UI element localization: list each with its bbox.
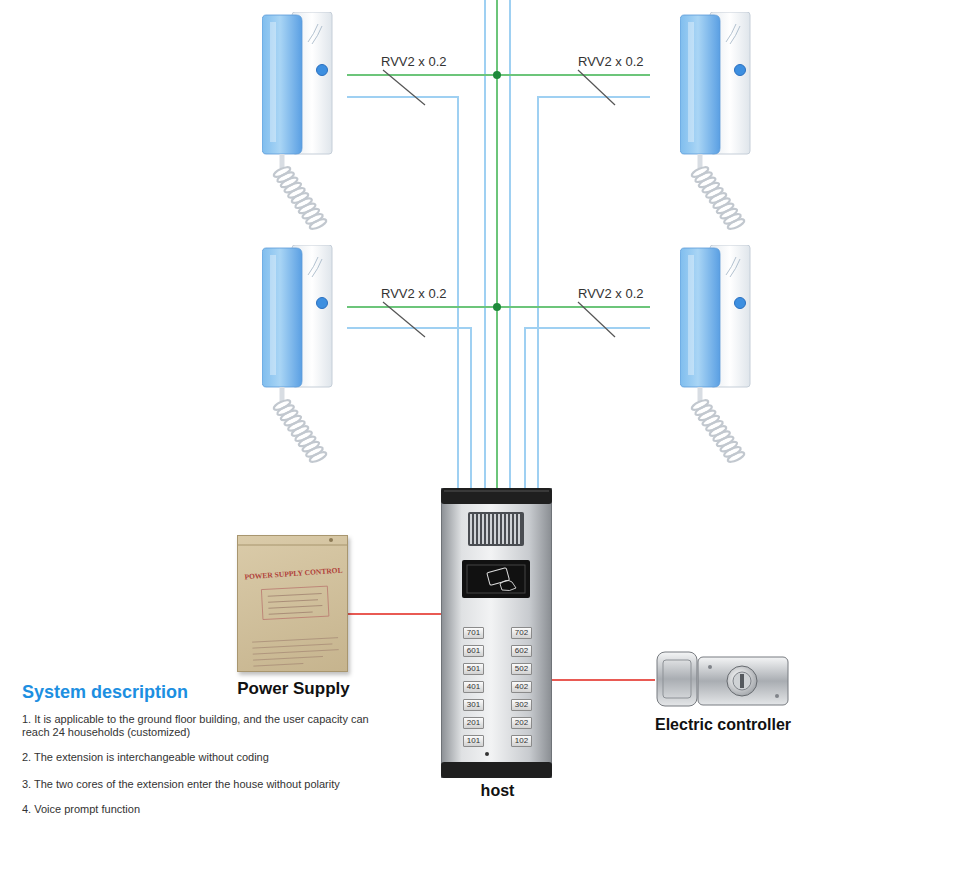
- button-key: 501: [463, 663, 484, 675]
- blue-wire: [347, 328, 471, 490]
- brand-label: POWER SUPPLY CONTROL: [244, 566, 343, 582]
- button-key: 601: [463, 645, 484, 657]
- blue-wire: [509, 0, 511, 490]
- button-number: 402: [512, 682, 531, 692]
- electric-lock-illustration: [657, 652, 788, 706]
- host-details: [441, 488, 552, 778]
- description-item: 4. Voice prompt function: [22, 803, 140, 816]
- blue-wire: [538, 97, 650, 490]
- button-key: 101: [463, 735, 484, 747]
- button-key: 102: [511, 735, 532, 747]
- electric-lock: Electric controller: [655, 648, 790, 712]
- cap-highlight: [444, 491, 549, 492]
- print-lines: [268, 593, 323, 614]
- description-item: 3. The two cores of the extension enter …: [22, 778, 340, 791]
- button-number: 701: [464, 628, 483, 638]
- indoor-handset: [262, 12, 332, 231]
- card-icon: [487, 568, 510, 586]
- button-key: 402: [511, 681, 532, 693]
- lock-cylinder: [727, 666, 757, 696]
- component-label: Power Supply: [218, 679, 369, 699]
- button-key: 201: [463, 717, 484, 729]
- print-frame: [261, 586, 328, 619]
- cable-slash: [383, 70, 425, 105]
- button-number: 401: [464, 682, 483, 692]
- card-reader-window: [467, 565, 525, 593]
- button-number: 601: [464, 646, 483, 656]
- button-key: 502: [511, 663, 532, 675]
- component-label: Electric controller: [643, 716, 803, 734]
- wires: [347, 0, 650, 490]
- cable-spec: RVV2 x 0.2: [578, 54, 644, 69]
- button-number: 201: [464, 718, 483, 728]
- lock-screw: [708, 665, 712, 669]
- power-cable: [348, 613, 441, 615]
- lock-keyhole: [740, 674, 744, 688]
- cable-spec: RVV2 x 0.2: [381, 54, 447, 69]
- card-reader: [462, 560, 530, 598]
- junction-dots: [493, 71, 501, 311]
- indoor-handsets: [262, 12, 750, 464]
- junction-dot: [493, 71, 501, 79]
- button-number: 202: [512, 718, 531, 728]
- cable-slash: [578, 302, 615, 337]
- cable-slash: [383, 302, 425, 337]
- box-fine-print: [249, 586, 339, 666]
- host-bottom-cap: [441, 762, 552, 778]
- indoor-handset: [680, 12, 750, 231]
- button-key: 602: [511, 645, 532, 657]
- host-panel: host701702601602501502401402301302201202…: [441, 488, 552, 778]
- button-number: 501: [464, 664, 483, 674]
- cable-spec: RVV2 x 0.2: [578, 286, 644, 301]
- cable-spec: RVV2 x 0.2: [381, 286, 447, 301]
- button-number: 301: [464, 700, 483, 710]
- cable-slash: [578, 70, 615, 105]
- button-key: 202: [511, 717, 532, 729]
- button-key: 301: [463, 699, 484, 711]
- blue-wire: [347, 97, 458, 490]
- hand-icon: [500, 580, 516, 590]
- grille-slots: [471, 514, 519, 544]
- junction-dot: [493, 303, 501, 311]
- blue-wire: [484, 0, 486, 490]
- button-number: 101: [464, 736, 483, 746]
- lock-body: [698, 657, 788, 705]
- button-key: 702: [511, 627, 532, 639]
- button-key: 302: [511, 699, 532, 711]
- box-screw: [329, 538, 333, 542]
- power-supply-box: POWER SUPPLY CONTROLPower Supply: [237, 535, 348, 672]
- indoor-handset: [680, 245, 750, 464]
- lock-bolt-face: [663, 660, 691, 698]
- power-cable: [552, 679, 655, 681]
- box-lid-edge: [238, 544, 347, 545]
- speaker-grille: [468, 512, 524, 546]
- microphone-hole: [485, 752, 489, 756]
- print-lines: [252, 638, 339, 666]
- power-supply-details: [238, 538, 347, 666]
- description-item: 2. The extension is interchangeable with…: [22, 751, 269, 764]
- host-top-cap: [441, 488, 552, 504]
- button-key: 701: [463, 627, 484, 639]
- button-number: 602: [512, 646, 531, 656]
- button-number: 102: [512, 736, 531, 746]
- lock-bolt-housing: [657, 652, 697, 706]
- indoor-handset: [262, 245, 332, 464]
- button-number: 702: [512, 628, 531, 638]
- description-item: 1. It is applicable to the ground floor …: [22, 713, 372, 739]
- button-number: 502: [512, 664, 531, 674]
- component-label: host: [432, 782, 563, 800]
- button-key: 401: [463, 681, 484, 693]
- lock-cylinder-core: [733, 672, 751, 690]
- blue-wire: [525, 328, 650, 490]
- lock-screw: [775, 694, 779, 698]
- section-heading: System description: [22, 682, 188, 703]
- button-number: 302: [512, 700, 531, 710]
